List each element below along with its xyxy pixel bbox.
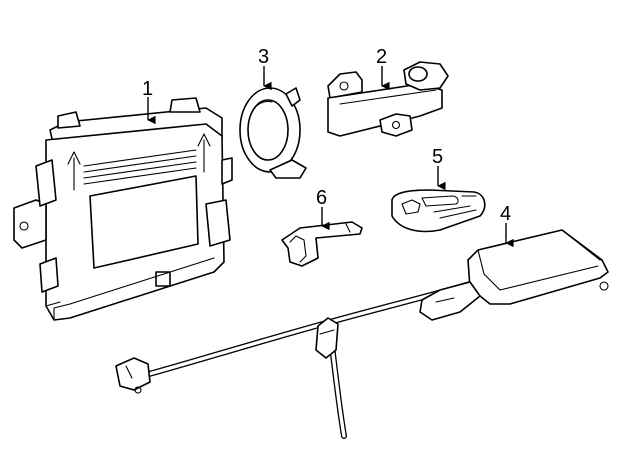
part-3-ring[interactable] [239,87,307,179]
part-6-clip[interactable] [281,221,363,267]
callout-3-label: 3 [258,46,269,68]
callout-4-label: 4 [500,203,511,225]
part-4-module-harness[interactable] [115,229,609,439]
callout-2-label: 2 [376,46,387,68]
callout-6-label: 6 [316,187,327,209]
callout-5-label: 5 [432,146,443,168]
callout-6: 6 [316,187,330,231]
callout-2: 2 [376,46,390,91]
callout-4: 4 [500,203,514,248]
callout-1-label: 1 [142,78,153,100]
part-2-bracket[interactable] [327,61,449,137]
callout-5: 5 [432,146,446,191]
part-1-control-module[interactable] [13,97,233,321]
callout-3: 3 [258,46,272,91]
part-5-key-fob[interactable] [391,189,486,233]
callout-1: 1 [142,78,156,125]
